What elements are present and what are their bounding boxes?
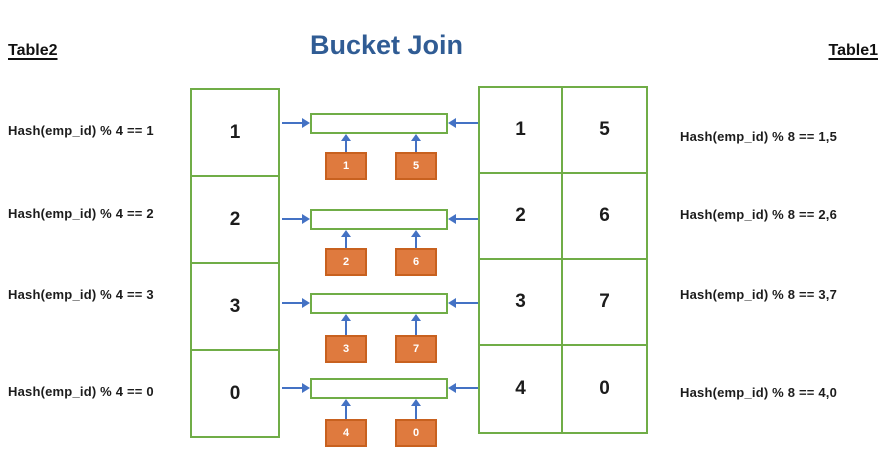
row-chip: 4 bbox=[325, 419, 367, 447]
table1-bucket-cell: 2 bbox=[480, 174, 563, 260]
arrow-left-icon bbox=[448, 298, 478, 308]
diagram-title: Bucket Join bbox=[309, 30, 464, 60]
hash-label-left: Hash(emp_id) % 4 == 0 bbox=[8, 384, 154, 399]
arrow-up-icon bbox=[411, 230, 421, 248]
hash-label-right: Hash(emp_id) % 8 == 1,5 bbox=[680, 129, 838, 144]
arrow-up-icon bbox=[411, 134, 421, 152]
hash-label-right: Hash(emp_id) % 8 == 2,6 bbox=[680, 207, 838, 222]
table1-bucket-cell: 0 bbox=[599, 378, 610, 399]
arrow-up-icon bbox=[411, 399, 421, 419]
row-chip: 2 bbox=[325, 248, 367, 276]
table1-bucket-cell: 7 bbox=[563, 260, 646, 346]
hash-label-right: Hash(emp_id) % 8 == 4,0 bbox=[680, 385, 838, 400]
join-bucket bbox=[310, 293, 448, 314]
arrow-up-icon bbox=[341, 230, 351, 248]
row-chip: 3 bbox=[325, 335, 367, 363]
table2-bucket-cell: 3 bbox=[192, 264, 278, 351]
arrow-up-icon bbox=[341, 134, 351, 152]
hash-label-left: Hash(emp_id) % 4 == 2 bbox=[8, 206, 154, 221]
table2-buckets-column: 1 2 3 0 bbox=[190, 88, 280, 438]
arrow-left-icon bbox=[448, 214, 478, 224]
hash-label-left: Hash(emp_id) % 4 == 1 bbox=[8, 123, 154, 138]
arrow-right-icon bbox=[282, 214, 310, 224]
join-bucket bbox=[310, 378, 448, 399]
arrow-left-icon bbox=[448, 383, 478, 393]
table1-buckets-grid: 1 5 2 6 3 7 4 0 bbox=[478, 86, 648, 434]
arrow-left-icon bbox=[448, 118, 478, 128]
row-chip: 6 bbox=[395, 248, 437, 276]
hash-label-right: Hash(emp_id) % 8 == 3,7 bbox=[680, 287, 838, 302]
table2-header: Table2 bbox=[8, 42, 58, 59]
hash-label-left: Hash(emp_id) % 4 == 3 bbox=[8, 287, 154, 302]
table2-bucket-cell: 1 bbox=[192, 90, 278, 177]
table1-bucket-cell: 6 bbox=[563, 174, 646, 260]
row-chip: 7 bbox=[395, 335, 437, 363]
table2-bucket-cell: 0 bbox=[229, 382, 241, 404]
arrow-up-icon bbox=[341, 399, 351, 419]
table1-bucket-cell: 3 bbox=[480, 260, 563, 346]
arrow-right-icon bbox=[282, 118, 310, 128]
arrow-up-icon bbox=[411, 314, 421, 335]
row-chip: 0 bbox=[395, 419, 437, 447]
table1-bucket-cell: 5 bbox=[563, 88, 646, 174]
row-chip: 1 bbox=[325, 152, 367, 180]
arrow-right-icon bbox=[282, 383, 310, 393]
table1-header: Table1 bbox=[828, 42, 879, 59]
join-bucket bbox=[310, 209, 448, 230]
arrow-up-icon bbox=[341, 314, 351, 335]
table1-bucket-cell: 4 bbox=[480, 346, 563, 432]
table2-bucket-cell: 2 bbox=[192, 177, 278, 264]
row-chip: 5 bbox=[395, 152, 437, 180]
join-bucket bbox=[310, 113, 448, 134]
arrow-right-icon bbox=[282, 298, 310, 308]
table1-bucket-cell: 1 bbox=[480, 88, 563, 174]
